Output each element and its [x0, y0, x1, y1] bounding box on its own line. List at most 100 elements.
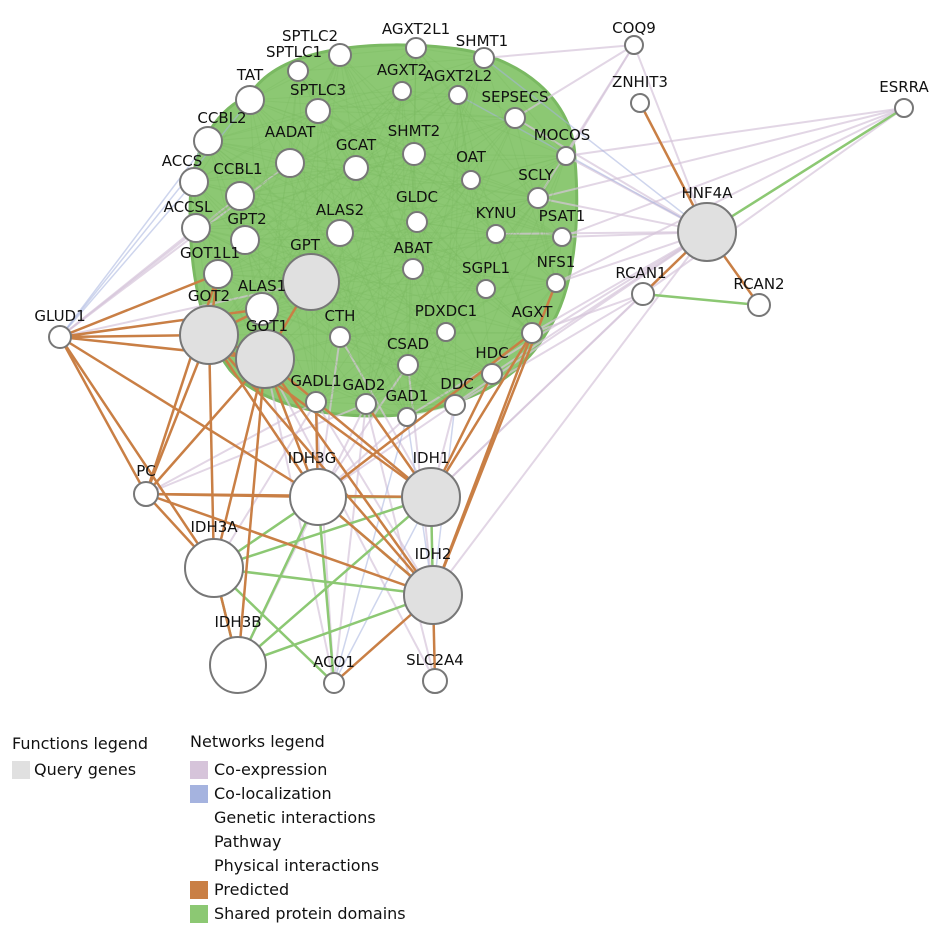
- predicted-edge: [145, 492, 432, 499]
- node-accs[interactable]: [179, 167, 209, 197]
- node-label-rcan2: RCAN2: [733, 275, 784, 293]
- coexpression-edge: [495, 231, 708, 235]
- node-psat1[interactable]: [552, 227, 572, 247]
- node-mocos[interactable]: [556, 146, 576, 166]
- node-alas2[interactable]: [326, 219, 354, 247]
- node-gpt2[interactable]: [230, 225, 260, 255]
- shared-domains-edge: [236, 496, 320, 666]
- node-cth[interactable]: [329, 326, 351, 348]
- node-slc2a4[interactable]: [422, 668, 448, 694]
- node-hdc[interactable]: [481, 363, 503, 385]
- node-label-idh3b: IDH3B: [214, 613, 261, 631]
- shared-domains-edge: [406, 331, 447, 418]
- node-idh1[interactable]: [401, 467, 461, 527]
- node-label-sepsecs: SEPSECS: [481, 88, 548, 106]
- shared-domains-edge: [416, 221, 456, 406]
- node-gad2[interactable]: [355, 393, 377, 415]
- node-hnf4a[interactable]: [677, 202, 737, 262]
- shared-domains-edge: [365, 268, 414, 405]
- node-label-gldc: GLDC: [396, 188, 438, 206]
- node-shmt1[interactable]: [473, 47, 495, 69]
- shared-domains-edge: [239, 153, 415, 197]
- shared-domains-edge: [495, 233, 563, 238]
- node-gldc[interactable]: [406, 211, 428, 233]
- node-pdxdc1[interactable]: [436, 322, 456, 342]
- node-sptlc3[interactable]: [305, 98, 331, 124]
- node-znhit3[interactable]: [630, 93, 650, 113]
- node-accsl[interactable]: [181, 213, 211, 243]
- legend-item-physical-interactions: Physical interactions: [214, 856, 380, 875]
- node-sgpl1[interactable]: [476, 279, 496, 299]
- node-agxt2l2[interactable]: [448, 85, 468, 105]
- node-sptlc2[interactable]: [328, 43, 352, 67]
- shared-domains-edge: [297, 70, 497, 235]
- node-got2[interactable]: [179, 305, 239, 365]
- node-gpt[interactable]: [282, 253, 340, 311]
- node-esrra[interactable]: [894, 98, 914, 118]
- node-coq9[interactable]: [624, 35, 644, 55]
- shared-domains-edge: [239, 117, 516, 197]
- node-kynu[interactable]: [486, 224, 506, 244]
- node-gcat[interactable]: [343, 155, 369, 181]
- node-label-gcat: GCAT: [336, 136, 377, 154]
- node-aco1[interactable]: [323, 672, 345, 694]
- coexpression-edge: [264, 358, 436, 682]
- shared-domains-edge: [249, 99, 415, 155]
- node-gad1[interactable]: [397, 407, 417, 427]
- shared-domains-edge: [217, 153, 415, 275]
- node-alas1[interactable]: [245, 292, 279, 326]
- node-ccbl2[interactable]: [193, 126, 223, 156]
- node-label-got1: GOT1: [246, 317, 288, 335]
- node-idh2[interactable]: [403, 565, 463, 625]
- node-label-hdc: HDC: [475, 344, 508, 362]
- shared-domains-edge: [207, 90, 403, 142]
- node-oat[interactable]: [461, 170, 481, 190]
- node-shmt2[interactable]: [402, 142, 426, 166]
- shared-domains-edge: [365, 236, 563, 405]
- node-idh3g[interactable]: [289, 468, 347, 526]
- node-idh3a[interactable]: [184, 538, 244, 598]
- node-pc[interactable]: [133, 481, 159, 507]
- shared-domains-edge: [457, 94, 472, 181]
- node-abat[interactable]: [402, 258, 424, 280]
- node-scly[interactable]: [527, 187, 549, 209]
- node-aadat[interactable]: [275, 148, 305, 178]
- node-ddc[interactable]: [444, 394, 466, 416]
- node-label-sptlc2: SPTLC2: [282, 27, 338, 45]
- node-rcan1[interactable]: [631, 282, 655, 306]
- node-tat[interactable]: [235, 85, 265, 115]
- node-label-gad2: GAD2: [343, 376, 386, 394]
- node-got1l1[interactable]: [203, 259, 233, 289]
- node-sepsecs[interactable]: [504, 107, 526, 129]
- node-agxt[interactable]: [521, 322, 543, 344]
- node-csad[interactable]: [397, 354, 419, 376]
- node-agxt2[interactable]: [392, 81, 412, 101]
- node-sptlc1[interactable]: [287, 60, 309, 82]
- node-label-idh1: IDH1: [413, 449, 450, 467]
- node-label-mocos: MOCOS: [534, 126, 591, 144]
- shared-domains-edge: [207, 140, 497, 235]
- shared-domains-edge: [365, 117, 516, 405]
- node-glud1[interactable]: [48, 325, 72, 349]
- shared-domains-edge: [264, 155, 567, 360]
- coexpression-edge: [514, 44, 635, 119]
- node-label-aadat: AADAT: [265, 123, 316, 141]
- node-label-gpt: GPT: [290, 236, 321, 254]
- shared-domains-edge: [249, 99, 516, 119]
- shared-domains-edge: [193, 47, 417, 183]
- shared-domains-edge: [407, 268, 414, 366]
- node-got1[interactable]: [235, 329, 295, 389]
- shared-domains-edge: [195, 197, 539, 229]
- node-gadl1[interactable]: [305, 391, 327, 413]
- shared-domains-edge: [297, 70, 493, 375]
- node-agxt2l1[interactable]: [405, 37, 427, 59]
- node-label-shmt2: SHMT2: [388, 122, 440, 140]
- shared-domains-edge: [416, 221, 487, 290]
- node-nfs1[interactable]: [546, 273, 566, 293]
- node-rcan2[interactable]: [747, 293, 771, 317]
- node-ccbl1[interactable]: [225, 181, 255, 211]
- shared-domains-edge: [217, 117, 516, 275]
- node-idh3b[interactable]: [209, 636, 267, 694]
- shared-domains-edge: [365, 332, 533, 405]
